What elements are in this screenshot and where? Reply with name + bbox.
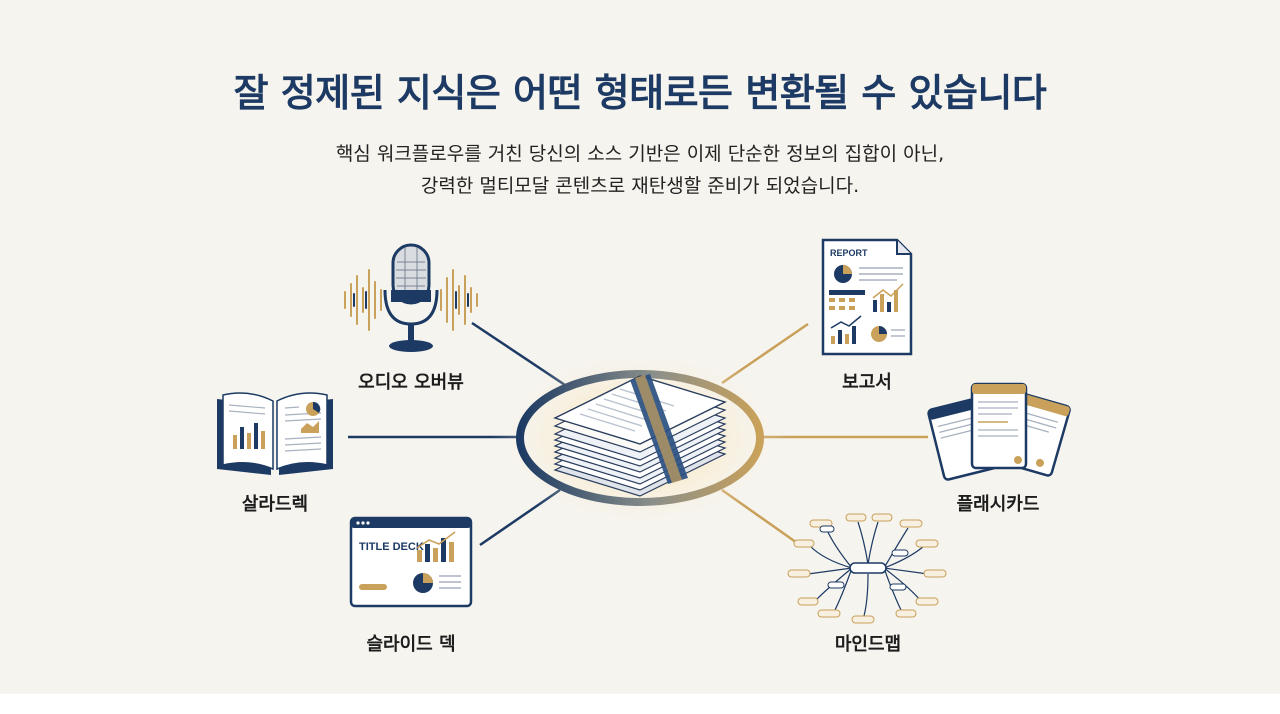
subtitle-line-2: 강력한 멀티모달 콘텐츠로 재탄생할 준비가 되었습니다. (420, 175, 860, 197)
label-slide-deck: 슬라이드 덱 (366, 634, 456, 655)
report-title-text: REPORT (830, 248, 868, 258)
label-audio-overview: 오디오 오버뷰 (358, 372, 464, 393)
slide-title-text: TITLE DECK (359, 541, 424, 553)
open-book-icon (217, 392, 333, 475)
page-subtitle: 핵심 워크플로우를 거친 당신의 소스 기반은 이제 단순한 정보의 집합이 아… (0, 138, 1280, 202)
document-stack-icon (553, 374, 727, 497)
page-title: 잘 정제된 지식은 어떤 형태로든 변환될 수 있습니다 (233, 71, 1047, 115)
label-mind-map: 마인드맵 (834, 634, 902, 655)
label-flashcards: 플래시카드 (956, 494, 1040, 515)
slide-deck-icon: TITLE DECK (349, 516, 473, 608)
subtitle-line-1: 핵심 워크플로우를 거친 당신의 소스 기반은 이제 단순한 정보의 집합이 아… (335, 143, 945, 165)
bottom-strip (0, 694, 1280, 714)
flashcards-icon (927, 382, 1071, 481)
label-ebook: 살라드렉 (241, 494, 309, 515)
microphone-icon (344, 243, 478, 352)
report-document-icon: REPORT (821, 238, 913, 356)
center-hub (490, 343, 790, 533)
label-report: 보고서 (842, 372, 892, 393)
mind-map-icon (787, 513, 947, 624)
